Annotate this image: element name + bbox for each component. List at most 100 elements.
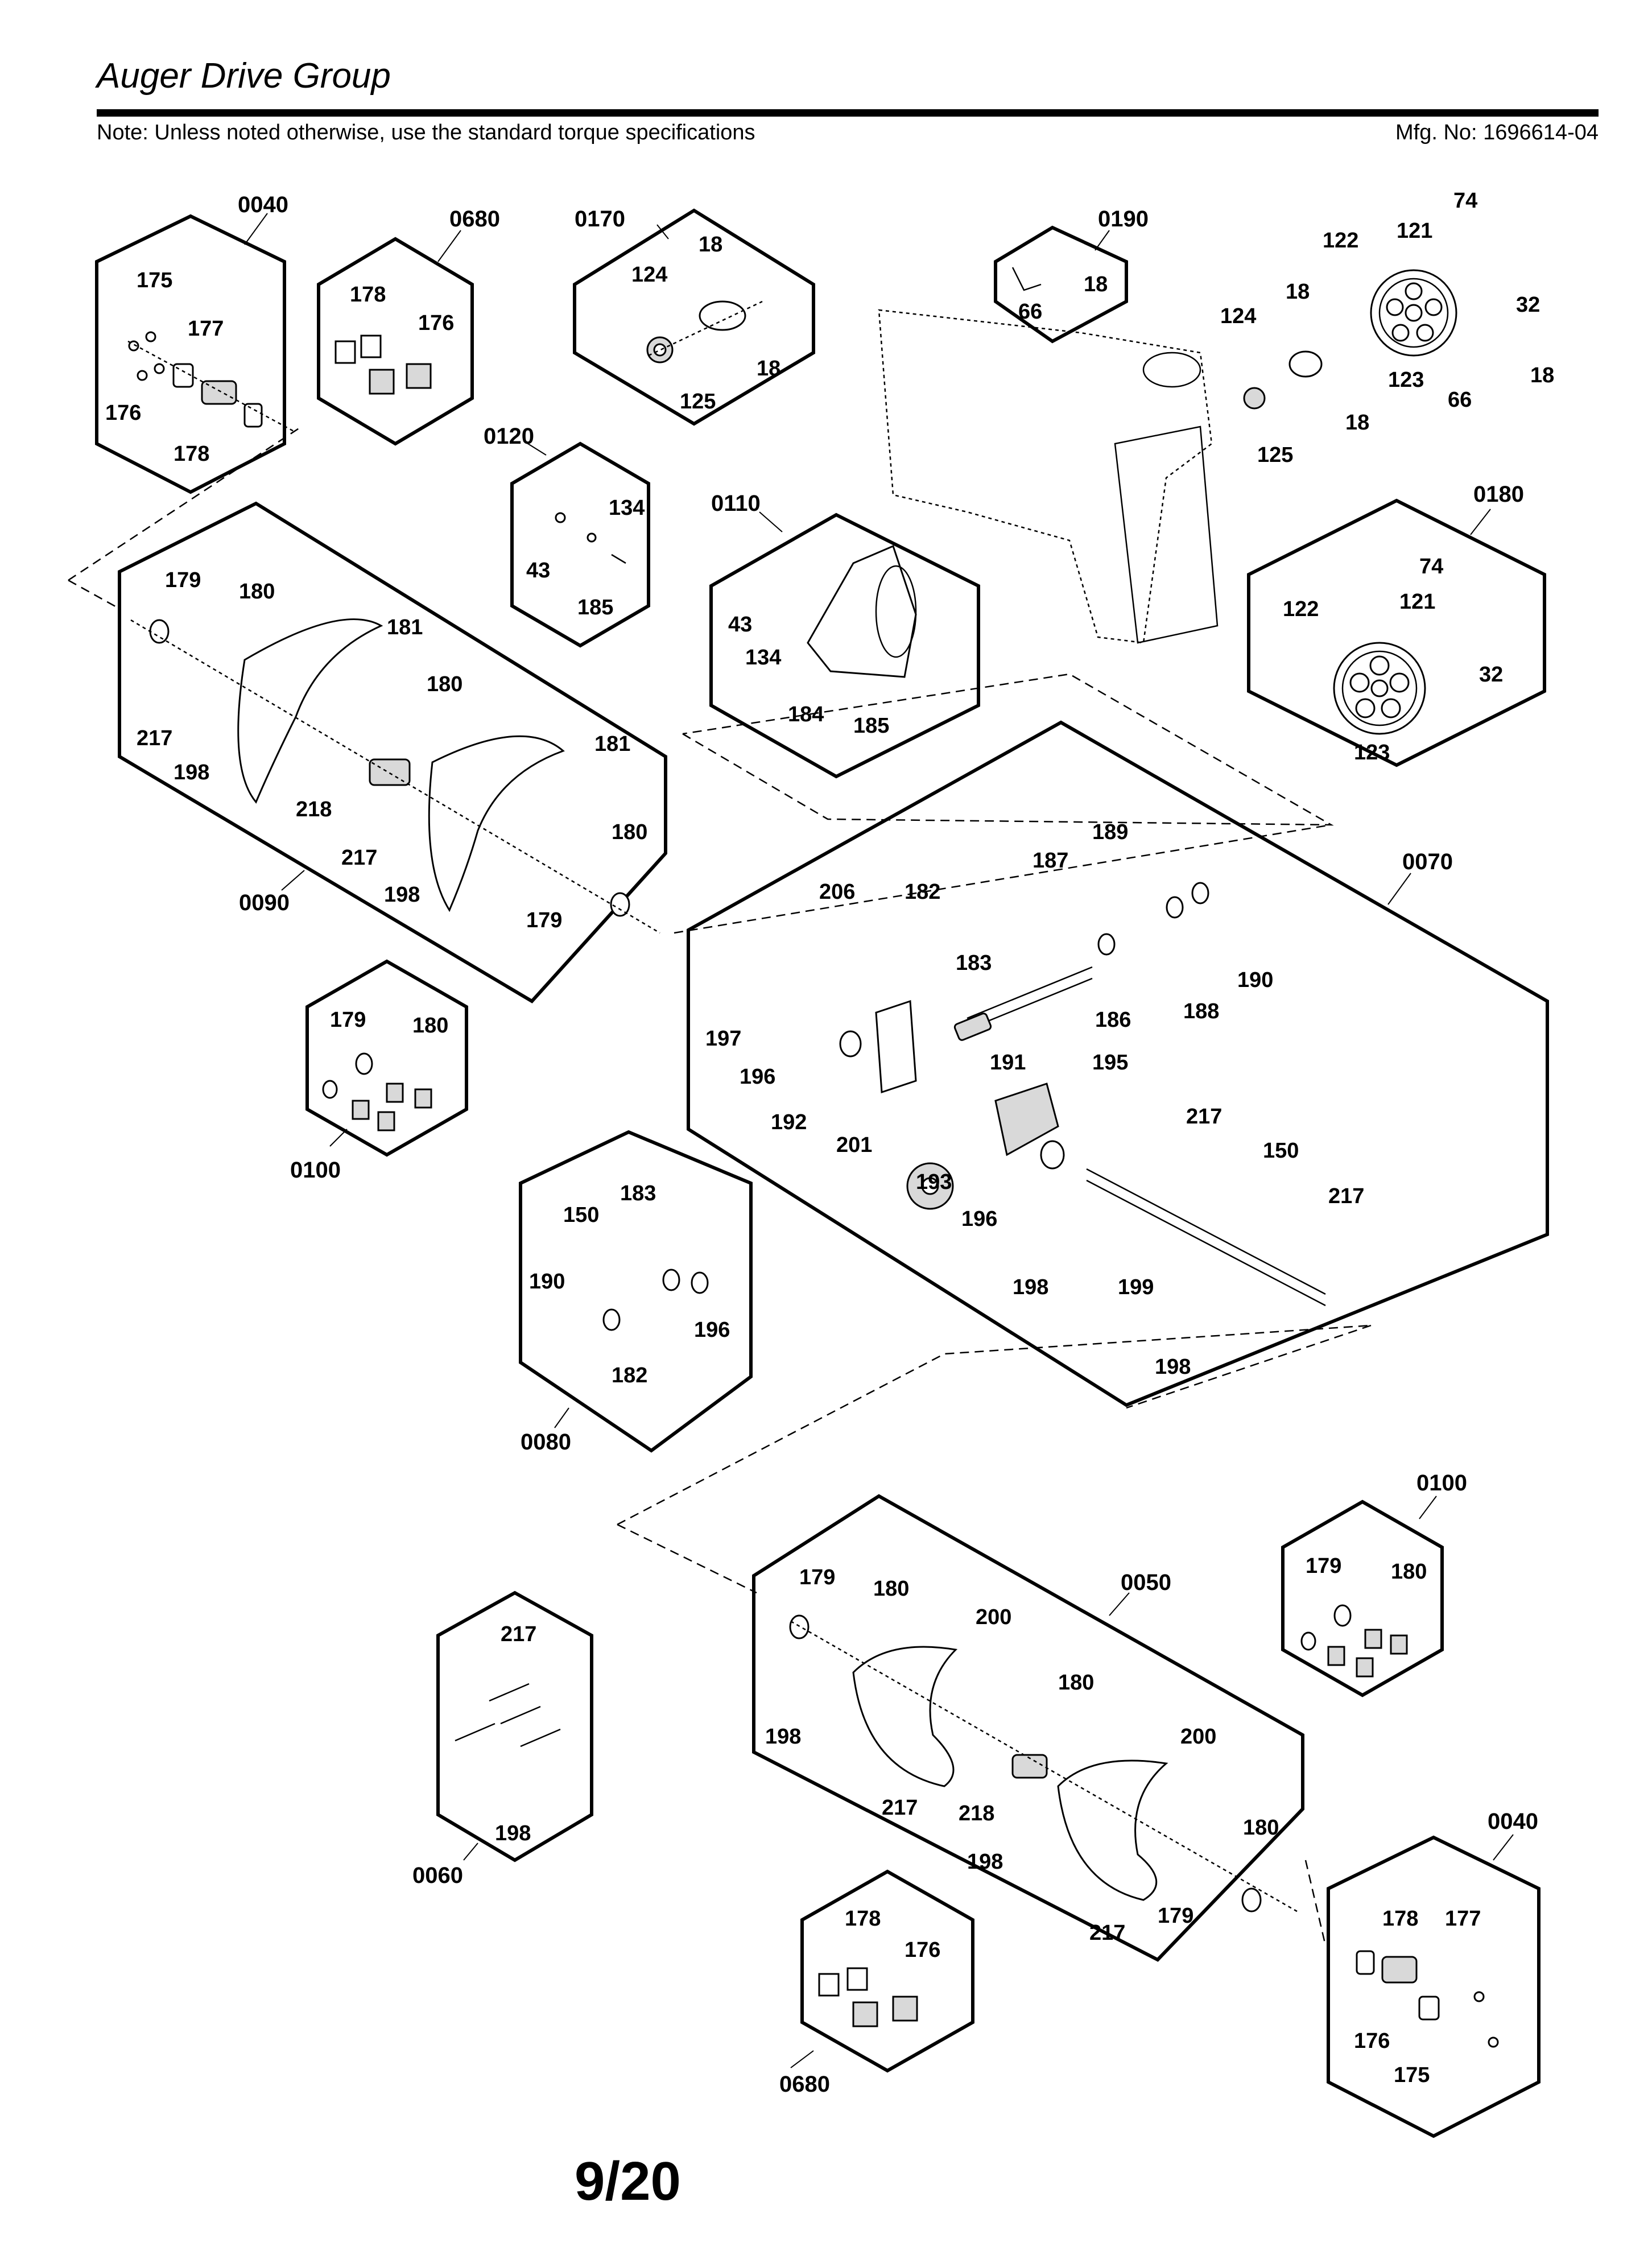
part-label: 179 <box>165 568 201 592</box>
part-label: 196 <box>961 1207 997 1231</box>
part-label: 187 <box>1032 849 1068 873</box>
part-label: 176 <box>1354 2029 1390 2053</box>
group-label: 0080 <box>521 1430 571 1455</box>
part-label: 217 <box>341 846 377 870</box>
part-label: 218 <box>296 798 332 821</box>
kit-0680-bottom: 0680 178 176 <box>779 1869 974 2097</box>
part-label: 176 <box>105 401 141 425</box>
part-label: 183 <box>620 1182 656 1205</box>
part-label: 217 <box>882 1796 918 1820</box>
kit-0090: 0090 179 180 181 180 217 198 218 181 217… <box>68 426 667 1003</box>
part-label: 150 <box>1263 1139 1299 1163</box>
title-rule <box>97 109 1599 117</box>
part-label: 201 <box>836 1133 872 1157</box>
part-label: 180 <box>239 580 275 604</box>
kit-0100-bottom: 0100 179 180 <box>1281 1470 1467 1697</box>
part-label: 195 <box>1092 1051 1128 1075</box>
part-label: 122 <box>1283 597 1319 621</box>
kit-0060: 0060 217 198 <box>412 1591 593 1888</box>
part-label: 74 <box>1453 189 1477 213</box>
page-number: 9/20 <box>575 2151 681 2212</box>
part-label: 175 <box>137 269 172 292</box>
part-label: 217 <box>1328 1184 1364 1208</box>
part-label: 182 <box>905 880 940 904</box>
part-label: 179 <box>1158 1904 1193 1928</box>
part-label: 180 <box>1058 1671 1094 1695</box>
part-label: 32 <box>1479 663 1503 687</box>
part-label: 184 <box>788 703 824 726</box>
part-label: 206 <box>819 880 855 904</box>
part-label: 198 <box>1155 1355 1191 1379</box>
part-label: 196 <box>740 1065 775 1089</box>
part-label: 181 <box>387 616 423 639</box>
part-label: 181 <box>594 732 630 756</box>
part-label: 74 <box>1419 555 1443 579</box>
part-label: 180 <box>612 820 647 844</box>
part-label: 217 <box>501 1622 536 1646</box>
part-label: 178 <box>845 1907 881 1931</box>
part-label: 182 <box>612 1364 647 1387</box>
part-label: 198 <box>495 1821 531 1845</box>
part-label: 180 <box>873 1577 909 1601</box>
part-label: 185 <box>853 714 889 738</box>
part-label: 196 <box>694 1318 730 1342</box>
part-label: 134 <box>609 496 645 520</box>
mfg-number: Mfg. No: 1696614-04 <box>1395 121 1599 144</box>
part-label: 121 <box>1397 219 1432 243</box>
group-label: 0050 <box>1121 1570 1171 1595</box>
part-label: 217 <box>1186 1105 1222 1129</box>
housing-and-pulley-assembly: 74 121 122 32 18 124 123 18 66 18 125 <box>878 189 1554 644</box>
kit-0110: 0110 43 134 184 185 <box>709 491 980 779</box>
group-label: 0040 <box>238 192 288 217</box>
part-label: 193 <box>916 1170 952 1194</box>
part-label: 191 <box>990 1051 1026 1075</box>
torque-note: Note: Unless noted otherwise, use the st… <box>97 121 755 144</box>
group-label: 0060 <box>412 1863 463 1888</box>
part-label: 180 <box>412 1014 448 1038</box>
part-label: 43 <box>728 613 752 637</box>
part-label: 177 <box>1445 1907 1481 1931</box>
part-label: 123 <box>1388 368 1424 392</box>
part-label: 18 <box>699 233 722 257</box>
kit-0040-top: 0040 175 177 176 178 <box>95 192 296 494</box>
part-label: 199 <box>1118 1275 1154 1299</box>
part-label: 190 <box>1237 968 1273 992</box>
part-label: 180 <box>427 672 462 696</box>
part-label: 188 <box>1183 999 1219 1023</box>
part-label: 18 <box>757 357 780 381</box>
part-label: 217 <box>137 726 172 750</box>
group-label: 0680 <box>779 2072 830 2097</box>
part-label: 179 <box>330 1008 366 1032</box>
part-label: 176 <box>905 1938 940 1962</box>
part-label: 66 <box>1018 300 1042 324</box>
group-label: 0120 <box>484 424 534 449</box>
kit-0180: 0180 74 122 121 32 123 <box>1247 482 1546 767</box>
kit-0040-bottom: 0040 178 177 176 175 <box>1304 1809 1541 2138</box>
part-label: 198 <box>384 883 420 907</box>
part-label: 124 <box>1220 304 1256 328</box>
part-label: 18 <box>1530 363 1554 387</box>
group-label: 0190 <box>1098 206 1149 232</box>
part-label: 180 <box>1391 1560 1427 1584</box>
part-label: 183 <box>956 951 992 975</box>
kit-0170: 0170 18 124 125 18 <box>573 206 815 426</box>
part-label: 178 <box>350 283 386 307</box>
part-label: 179 <box>526 908 562 932</box>
kit-0120: 0120 134 43 185 <box>484 424 650 648</box>
part-label: 178 <box>174 442 209 466</box>
kit-0070: 0070 206 182 187 189 183 186 188 190 197… <box>674 720 1549 1409</box>
part-label: 18 <box>1084 272 1108 296</box>
group-label: 0070 <box>1402 849 1453 874</box>
group-label: 0040 <box>1488 1809 1538 1834</box>
part-label: 200 <box>976 1605 1011 1629</box>
part-label: 125 <box>680 390 716 414</box>
part-label: 179 <box>799 1565 835 1589</box>
page-title: Auger Drive Group <box>97 56 391 96</box>
part-label: 198 <box>1013 1275 1048 1299</box>
kit-0080: 0080 183 150 190 196 182 <box>519 1130 753 1455</box>
group-label: 0100 <box>1416 1470 1467 1496</box>
part-label: 198 <box>174 761 209 784</box>
part-label: 176 <box>418 311 454 335</box>
part-label: 125 <box>1257 443 1293 467</box>
